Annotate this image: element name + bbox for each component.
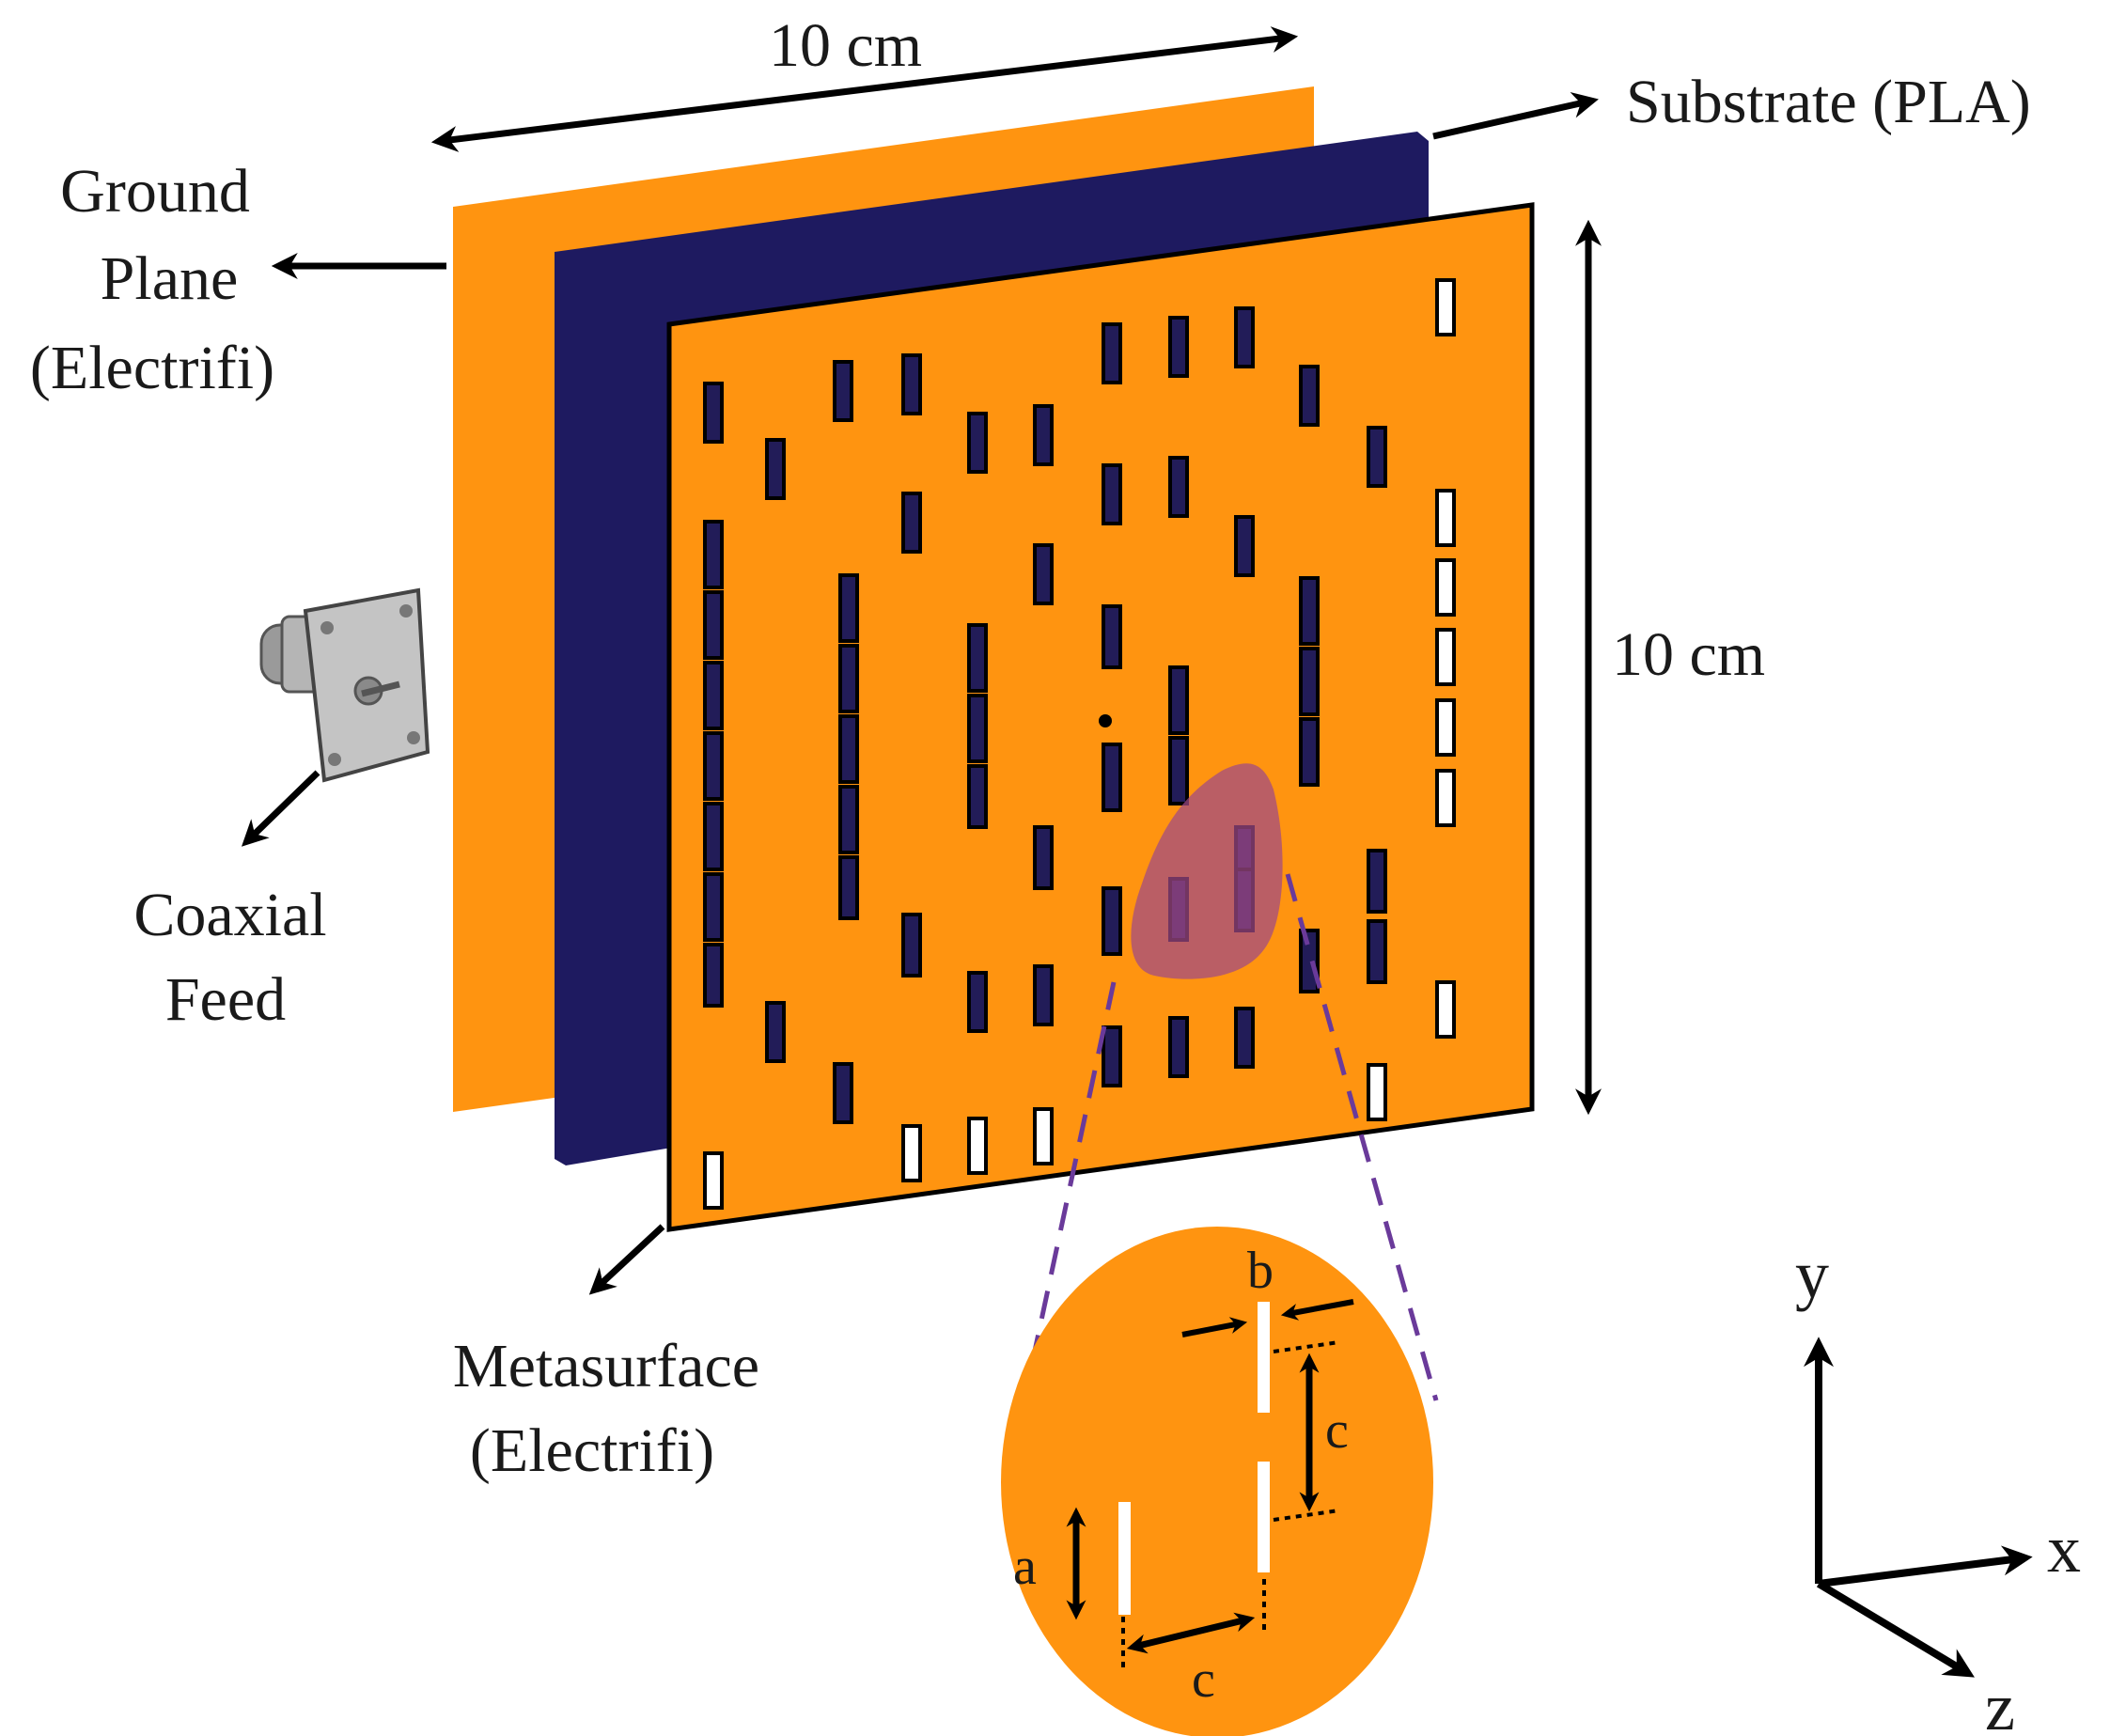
slot-dark: [1367, 849, 1387, 914]
slot-dark: [1234, 515, 1255, 577]
coax-label-line1: Coaxial: [133, 881, 326, 949]
ground-label-line1: Ground: [60, 157, 250, 226]
slot-open: [1435, 698, 1456, 757]
substrate-arrow: [1432, 92, 1599, 140]
slot-dark: [1102, 463, 1122, 525]
slot-dark: [1033, 964, 1054, 1026]
slot-dark: [1168, 456, 1189, 518]
slot-dark: [838, 785, 859, 854]
dim-b-arrow-right: [1280, 1299, 1354, 1321]
slot-dark: [1234, 1007, 1255, 1069]
slot-dark: [1168, 1016, 1189, 1078]
zoom-leader-right: [1285, 873, 1439, 1401]
slot-dark: [838, 714, 859, 784]
slot-open: [1435, 278, 1456, 336]
slot-open: [703, 1151, 724, 1210]
feed-point: [1099, 714, 1112, 727]
slot-dark: [1033, 825, 1054, 890]
slot-dark: [1299, 647, 1320, 716]
slot-dark: [838, 573, 859, 643]
slot-open: [1435, 980, 1456, 1039]
ground-label-line2: Plane: [101, 244, 239, 313]
slot-dark: [765, 1001, 786, 1063]
slot-dark: [1102, 604, 1122, 669]
slot-dark: [1102, 743, 1122, 812]
slot-dark: [1102, 322, 1122, 384]
slot-open: [1033, 1107, 1054, 1165]
slot-dark: [838, 644, 859, 713]
slot-open: [1367, 1063, 1387, 1121]
detail-circle: [1001, 1227, 1433, 1736]
slot-dark: [1299, 365, 1320, 427]
ground-label-line3: (Electrifi): [30, 334, 274, 402]
slot-dark: [765, 438, 786, 500]
slot-open: [1435, 489, 1456, 547]
slot-dark: [967, 623, 988, 693]
z-axis-arrow: [1816, 1580, 1975, 1678]
slot-dark: [1168, 665, 1189, 735]
slot-dark: [1033, 543, 1054, 605]
slot-dark: [1234, 306, 1255, 368]
detail-slot-right-bottom: [1258, 1462, 1270, 1572]
slot-dark: [703, 802, 724, 871]
slot-dark: [1299, 576, 1320, 646]
detail-label-a: a: [1013, 1538, 1037, 1596]
slot-dark: [967, 971, 988, 1033]
slot-dark: [838, 855, 859, 920]
slot-dark: [833, 1062, 853, 1124]
metasurface-label-line2: (Electrifi): [470, 1416, 714, 1485]
width-dim-label: 10 cm: [769, 11, 922, 80]
slot-dark: [1299, 929, 1320, 993]
slot-dark: [901, 913, 922, 977]
axis-label-y: y: [1795, 1237, 1829, 1312]
slot-dark: [967, 764, 988, 829]
slot-open: [1435, 558, 1456, 617]
slot-dark: [1102, 886, 1122, 956]
slot-dark: [901, 492, 922, 554]
detail-label-c-vertical: c: [1325, 1401, 1349, 1460]
detail-slot-right-top: [1258, 1302, 1270, 1413]
slot-dark: [1168, 316, 1189, 378]
slot-dark: [967, 694, 988, 763]
width-dim-arrow: [430, 26, 1299, 152]
slot-dark: [1102, 1025, 1122, 1087]
slot-dark: [703, 590, 724, 660]
zoom-highlight: [1131, 763, 1283, 979]
slot-dark: [703, 520, 724, 589]
slot-dark: [1168, 736, 1189, 805]
coax-label-line2: Feed: [165, 965, 286, 1034]
metasurface-label-line1: Metasurface: [453, 1332, 759, 1400]
slot-dark: [1299, 717, 1320, 787]
detail-label-b: b: [1247, 1242, 1274, 1300]
slot-dark: [967, 412, 988, 474]
height-dim-label: 10 cm: [1612, 620, 1765, 689]
slot-open: [901, 1124, 922, 1182]
x-axis-arrow: [1818, 1545, 2033, 1587]
slot-open: [1435, 769, 1456, 827]
axis-label-z: z: [1985, 1669, 2015, 1736]
coax-arrow: [241, 770, 320, 847]
slot-dark: [1367, 919, 1387, 984]
dim-b-arrow-left: [1181, 1317, 1248, 1337]
metasurface-arrow: [588, 1224, 665, 1295]
slot-dark: [833, 360, 853, 422]
detail-slot-left: [1118, 1502, 1131, 1615]
dim-c-horizontal-arrow: [1126, 1612, 1256, 1654]
slot-dark: [1367, 426, 1387, 488]
axis-label-x: x: [2047, 1511, 2081, 1587]
slot-open: [967, 1117, 988, 1175]
slot-dark: [703, 943, 724, 1008]
zoom-leader-left: [1020, 981, 1117, 1409]
detail-label-c-horizontal: c: [1192, 1650, 1215, 1709]
slot-dark: [703, 731, 724, 801]
slot-open: [1435, 628, 1456, 686]
slot-dark: [1033, 404, 1054, 466]
substrate-label: Substrate (PLA): [1626, 68, 2031, 136]
slot-dark: [703, 872, 724, 942]
slot-dark: [703, 661, 724, 730]
slot-dark: [703, 382, 724, 444]
coaxial-connector-icon: [259, 587, 430, 783]
slot-dark: [901, 353, 922, 415]
